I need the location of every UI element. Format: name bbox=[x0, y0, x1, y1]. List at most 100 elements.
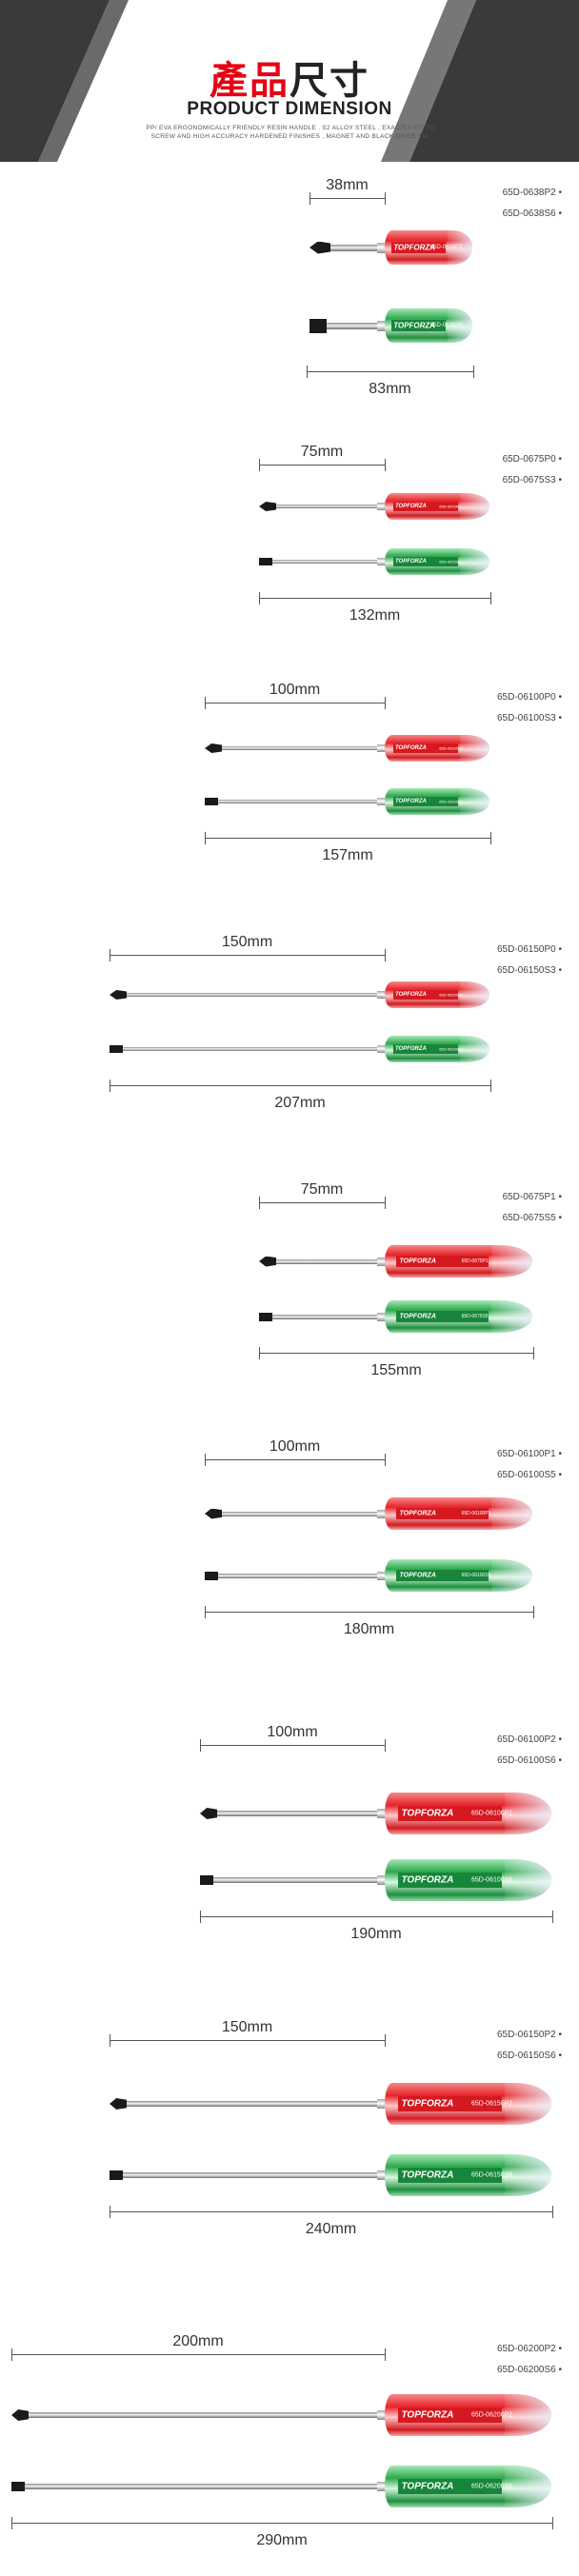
slotted-tip-icon bbox=[11, 2482, 25, 2491]
handle-model-code: 65D-06100P2 bbox=[471, 1810, 513, 1817]
handle-model-code: 65D-06200P2 bbox=[471, 2411, 513, 2419]
handle-core bbox=[396, 1507, 489, 1520]
slotted-tip-icon bbox=[205, 798, 218, 805]
handle-core bbox=[392, 1043, 458, 1055]
dimension-tick bbox=[552, 1911, 553, 1923]
header-background bbox=[0, 0, 579, 162]
handle-cap bbox=[460, 548, 489, 575]
dimension-tick bbox=[490, 1080, 491, 1092]
handle-core bbox=[392, 743, 458, 754]
handle-model-code: 65D-0675S5 bbox=[461, 1314, 489, 1319]
handle-core bbox=[392, 501, 458, 512]
handle-model-code: 65D-0675P1 bbox=[461, 1258, 489, 1264]
tip-dimension-line bbox=[309, 198, 385, 199]
shaft bbox=[323, 244, 379, 251]
model-numbers: 65D-06200P2 •65D-06200S6 • bbox=[497, 2339, 562, 2381]
ferrule bbox=[377, 558, 387, 565]
dimension-tick bbox=[205, 1606, 206, 1618]
handle-cap bbox=[448, 230, 472, 265]
dimension-tick bbox=[200, 1911, 201, 1923]
dimension-tick bbox=[385, 1197, 386, 1209]
shaft bbox=[25, 2484, 379, 2489]
total-length-label: 290mm bbox=[256, 2532, 308, 2548]
handle-model-code: 65D-0638P2 bbox=[429, 245, 463, 250]
phillips-tip-icon bbox=[259, 502, 276, 511]
tip-length-label: 150mm bbox=[221, 2019, 273, 2035]
shaft bbox=[218, 800, 379, 803]
handle-cap bbox=[490, 1300, 532, 1333]
dimension-tick bbox=[490, 592, 491, 604]
dimension-tick bbox=[307, 366, 308, 378]
phillips-tip-icon bbox=[259, 1256, 276, 1267]
model-number: 65D-0675S5 • bbox=[502, 1213, 562, 1223]
handle-core bbox=[392, 796, 458, 807]
phillips-tip-icon bbox=[11, 2409, 29, 2421]
model-number: 65D-06100S6 • bbox=[497, 1755, 562, 1766]
dimension-tick bbox=[309, 192, 310, 205]
dimension-tick bbox=[385, 697, 386, 709]
total-length-label: 190mm bbox=[350, 1926, 402, 1942]
dimension-tick bbox=[385, 2348, 386, 2361]
ferrule bbox=[377, 2170, 387, 2180]
dimension-tick bbox=[205, 697, 206, 709]
model-numbers: 65D-0675P1 •65D-0675S5 • bbox=[503, 1187, 562, 1229]
brand-logo: TOPFORZA bbox=[401, 1874, 454, 1886]
phillips-tip-icon bbox=[205, 743, 222, 753]
brand-logo: TOPFORZA bbox=[395, 799, 427, 804]
total-length-label: 180mm bbox=[343, 1621, 395, 1637]
dimension-tick bbox=[385, 949, 386, 961]
model-number: 65D-06100P2 • bbox=[497, 1734, 562, 1745]
dimension-tick bbox=[259, 459, 260, 471]
shaft bbox=[272, 560, 379, 564]
ferrule bbox=[377, 1312, 387, 1321]
ferrule bbox=[377, 242, 387, 253]
handle-cap bbox=[505, 1793, 551, 1834]
handle-core bbox=[396, 1569, 489, 1582]
handle-cap bbox=[490, 1245, 532, 1278]
dimension-tick bbox=[259, 1197, 260, 1209]
model-number: 65D-0675S3 • bbox=[502, 475, 562, 485]
model-numbers: 65D-06100P1 •65D-06100S5 • bbox=[497, 1444, 562, 1486]
brand-logo: TOPFORZA bbox=[399, 1572, 436, 1579]
handle-model-code: 65D-06100S5 bbox=[461, 1573, 491, 1578]
tip-dimension-line bbox=[205, 1459, 385, 1460]
total-length-label: 132mm bbox=[349, 607, 401, 624]
ferrule bbox=[377, 1509, 387, 1518]
handle-cap bbox=[490, 1497, 532, 1530]
handle-model-code: 65D-06100S6 bbox=[471, 1876, 513, 1884]
phillips-tip-icon bbox=[309, 241, 330, 254]
page-header: 產品尺寸 PRODUCT DIMENSION PP/ EVA ERGONOMIC… bbox=[0, 0, 579, 162]
phillips-tip-icon bbox=[110, 2098, 127, 2110]
handle-cap bbox=[460, 981, 489, 1008]
dimension-tick bbox=[385, 459, 386, 471]
page-subtitle: PP/ EVA ERGONOMICALLY FRIENDLY RESIN HAN… bbox=[146, 125, 435, 140]
page-title-english: PRODUCT DIMENSION bbox=[187, 99, 392, 119]
handle-core bbox=[398, 2168, 502, 2183]
shaft bbox=[213, 1811, 379, 1816]
model-number: 65D-06200P2 • bbox=[497, 2344, 562, 2354]
tip-dimension-line bbox=[110, 2040, 385, 2041]
brand-logo: TOPFORZA bbox=[401, 2098, 454, 2110]
shaft bbox=[123, 2172, 379, 2178]
tip-length-label: 100mm bbox=[269, 682, 321, 698]
model-number: 65D-0638P2 • bbox=[502, 188, 562, 198]
handle-core bbox=[396, 1255, 489, 1268]
handle-model-code: 65D-0638S6 bbox=[429, 323, 463, 328]
handle-model-code: 65D-06200S6 bbox=[471, 2483, 513, 2490]
handle-cap bbox=[505, 2083, 551, 2125]
brand-logo: TOPFORZA bbox=[401, 2481, 454, 2492]
handle-core bbox=[398, 2096, 502, 2111]
handle-cap bbox=[460, 493, 489, 520]
handle-core bbox=[391, 241, 447, 254]
shaft bbox=[25, 2412, 379, 2418]
model-number: 65D-06100S5 • bbox=[497, 1470, 562, 1480]
model-number: 65D-06100S3 • bbox=[497, 713, 562, 723]
model-numbers: 65D-0675P0 •65D-0675S3 • bbox=[503, 449, 562, 491]
shaft bbox=[272, 1314, 379, 1319]
